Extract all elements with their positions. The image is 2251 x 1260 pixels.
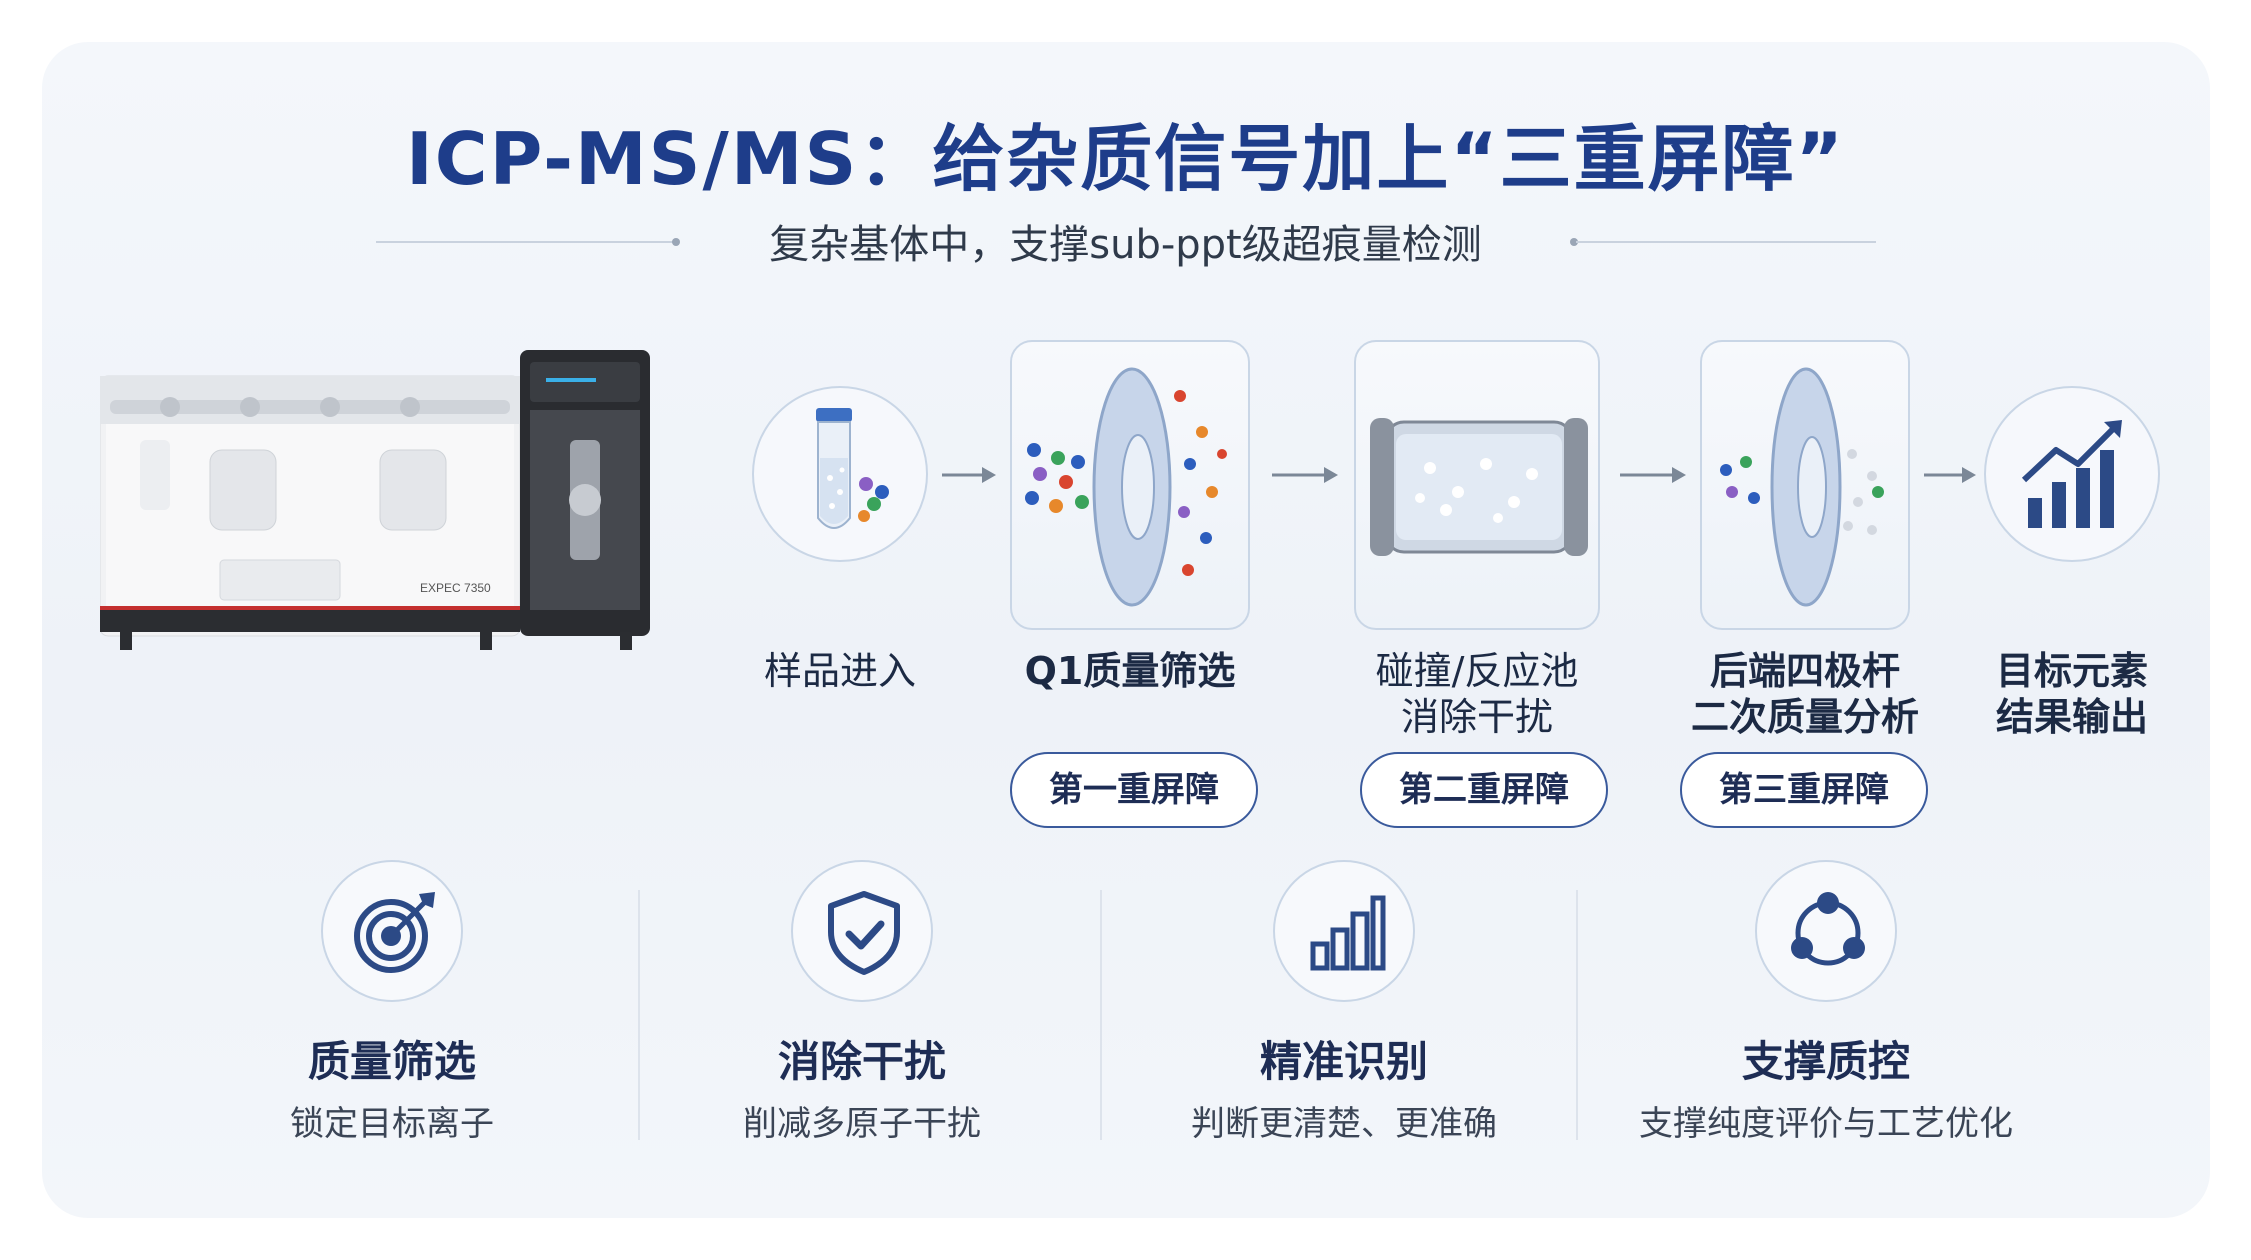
barrier-3-badge: 第三重屏障 (1680, 752, 1928, 828)
benefit-desc: 锁定目标离子 (290, 1104, 494, 1144)
growth-chart-icon (2021, 420, 2122, 528)
stage-q1-label: Q1质量筛选 (1024, 649, 1236, 693)
flow-arrow-icon (942, 467, 996, 483)
stage-output-label-line2: 结果输出 (1995, 695, 2148, 739)
stage-q2-label-line2: 二次质量分析 (1690, 695, 1919, 739)
page-subtitle: 复杂基体中，支撑sub-ppt级超痕量检测 (769, 222, 1482, 268)
stage-sample-icon-frame (752, 386, 928, 562)
subtitle-rule-right-dot (1570, 238, 1578, 246)
benefit-desc: 支撑纯度评价与工艺优化 (1639, 1104, 2013, 1144)
benefit-desc: 削减多原子干扰 (743, 1104, 981, 1144)
bar-chart-icon (1310, 895, 1386, 971)
benefit-divider (1100, 890, 1102, 1140)
stage-sample-label: 样品进入 (763, 649, 916, 693)
subtitle-rule-left-dot (672, 238, 680, 246)
stage-output-icon-frame (1984, 386, 2160, 562)
benefit-divider (638, 890, 640, 1140)
benefit-icon-frame (791, 860, 933, 1002)
test-tube-icon (816, 408, 889, 529)
quadrupole-disc-icon (1025, 367, 1227, 607)
benefit-icon-frame (1755, 860, 1897, 1002)
page-title: ICP-MS/MS：给杂质信号加上“三重屏障” (406, 117, 1845, 201)
instrument-model-label: EXPEC 7350 (420, 581, 491, 595)
collision-cell-icon (1370, 418, 1588, 556)
network-icon (1791, 892, 1865, 966)
quadrupole-disc-icon (1720, 367, 1884, 607)
benefit-title: 消除干扰 (777, 1037, 946, 1086)
stage-q1-frame (1010, 340, 1250, 630)
barrier-1-badge: 第一重屏障 (1010, 752, 1258, 828)
benefit-title: 精准识别 (1259, 1037, 1428, 1086)
benefit-title: 支撑质控 (1741, 1037, 1910, 1086)
stage-output-label-line1: 目标元素 (1995, 649, 2148, 693)
stage-q2-label-line1: 后端四极杆 (1709, 649, 1900, 693)
shield-check-icon (828, 891, 900, 975)
subtitle-rule-left (376, 241, 676, 243)
subtitle-rule-right (1576, 241, 1876, 243)
benefit-icon-frame (321, 860, 463, 1002)
barrier-2-badge: 第二重屏障 (1360, 752, 1608, 828)
flow-arrow-icon (1924, 467, 1976, 483)
benefit-title: 质量筛选 (307, 1037, 476, 1086)
flow-arrow-icon (1620, 467, 1686, 483)
flow-arrow-icon (1272, 467, 1338, 483)
benefit-desc: 判断更清楚、更准确 (1191, 1104, 1497, 1144)
stage-cell-label-line2: 消除干扰 (1400, 695, 1553, 739)
stage-cell-label-line1: 碰撞/反应池 (1375, 649, 1579, 693)
stage-q2-frame (1700, 340, 1910, 630)
target-icon (354, 892, 435, 973)
icp-ms-instrument-illustration: EXPEC 7350 (100, 350, 650, 650)
benefit-icon-frame (1273, 860, 1415, 1002)
benefit-divider (1576, 890, 1578, 1140)
stage-cell-frame (1354, 340, 1600, 630)
